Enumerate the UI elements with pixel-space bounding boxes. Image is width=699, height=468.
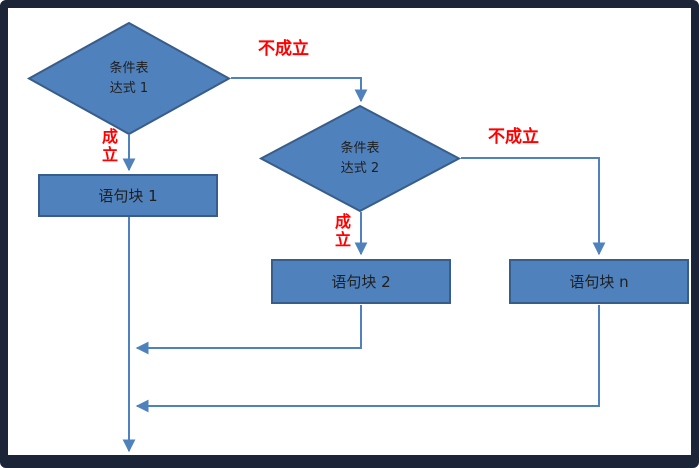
connector-cond2-false-branch bbox=[461, 157, 606, 256]
branch-label-false-2: 不成立 bbox=[488, 127, 539, 147]
flowchart-canvas: 条件表 达式 1 条件表 达式 2 语句块 1 语句块 2 语句块 n 不成立 … bbox=[8, 8, 691, 455]
condition2-diamond bbox=[258, 104, 462, 213]
statement-block-2: 语句块 2 bbox=[271, 259, 451, 304]
statement-block-1-label: 语句块 1 bbox=[98, 187, 158, 205]
statement-block-n: 语句块 n bbox=[509, 259, 689, 304]
statement-block-n-label: 语句块 n bbox=[569, 273, 629, 291]
connector-block2-merge bbox=[135, 305, 362, 355]
connector-blockn-merge bbox=[135, 305, 600, 413]
statement-block-2-label: 语句块 2 bbox=[331, 273, 391, 291]
condition1-diamond bbox=[26, 21, 232, 136]
branch-label-false-1: 不成立 bbox=[258, 39, 309, 59]
branch-label-true-2: 成立 bbox=[334, 212, 351, 250]
statement-block-1: 语句块 1 bbox=[38, 174, 218, 217]
connector-cond1-false-branch bbox=[231, 77, 368, 103]
branch-label-true-1: 成立 bbox=[101, 127, 118, 165]
